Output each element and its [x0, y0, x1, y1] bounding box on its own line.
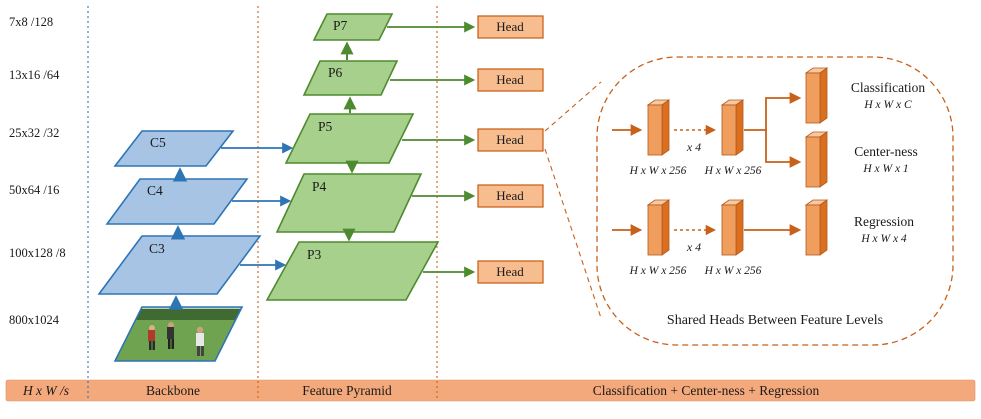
classification-dim: H x W x C [863, 99, 912, 111]
footer-heads-label: Classification + Center-ness + Regressio… [593, 383, 820, 398]
c3-label: C3 [149, 241, 165, 256]
branch-to-classification [744, 92, 802, 131]
photo-person-3-leg2 [201, 346, 204, 356]
centerness-dim: H x W x 1 [862, 163, 908, 175]
head-label-p3: Head [496, 264, 524, 279]
c4-label: C4 [147, 183, 163, 198]
p5-block [284, 113, 415, 164]
cls-conv-slab-2 [721, 99, 744, 156]
head-box-p7 [477, 15, 544, 39]
head-box-p3 [477, 260, 544, 284]
scale-label-input: 800x1024 [9, 313, 60, 327]
reg-slab2-dim-label: H x W x 256 [704, 265, 762, 277]
bubble-callout-line-bottom [544, 148, 602, 319]
reg-conv-slab-2 [721, 199, 744, 256]
footer-backbone-label: Backbone [146, 383, 200, 398]
photo-person-3-body [196, 333, 204, 346]
scale-label-p6: 13x16 /64 [9, 68, 60, 82]
centerness-output-slab [805, 131, 828, 188]
scale-label-p4: 50x64 /16 [9, 183, 59, 197]
c3-block [97, 235, 262, 295]
regression-title: Regression [854, 214, 914, 229]
p4-block [275, 173, 423, 233]
p4-label: P4 [312, 179, 327, 194]
classification-output-slab [805, 67, 828, 124]
photo-person-3-head [196, 326, 204, 334]
regression-dim: H x W x 4 [860, 233, 907, 245]
heads-section: Head Head Head Head Head [477, 15, 544, 284]
photo-person-2-leg2 [171, 339, 174, 349]
scale-label-p7: 7x8 /128 [9, 15, 53, 29]
c5-block [113, 130, 235, 167]
shared-head-bubble: x 4 H x W x 256 H x W x 256 Classificati… [544, 56, 954, 346]
classification-title: Classification [851, 80, 925, 95]
p7-label: P7 [333, 18, 348, 33]
cls-x4-label: x 4 [686, 140, 701, 154]
bubble-caption: Shared Heads Between Feature Levels [667, 313, 883, 328]
footer-hws-label: H x W /s [22, 383, 69, 398]
reg-tower: x 4 H x W x 256 H x W x 256 Regression H… [612, 199, 914, 277]
footer-bar: H x W /s Backbone Feature Pyramid Classi… [5, 379, 976, 402]
head-label-p6: Head [496, 72, 524, 87]
photo-trees [115, 307, 242, 320]
branch-to-centerness [765, 130, 802, 168]
feature-pyramid-section: P3 P4 P5 P6 P7 [265, 13, 476, 301]
head-label-p5: Head [496, 132, 524, 147]
photo-person-2-body [167, 327, 174, 339]
reg-conv-slab-1 [647, 199, 670, 256]
photo-person-2-leg [168, 339, 171, 349]
scale-labels: 7x8 /128 13x16 /64 25x32 /32 50x64 /16 1… [9, 15, 66, 327]
scale-label-p3: 100x128 /8 [9, 246, 66, 260]
p3-block [265, 241, 440, 301]
input-image [113, 306, 244, 362]
regression-output-slab [805, 199, 828, 256]
centerness-title: Center-ness [854, 144, 917, 159]
cls-slab1-dim-label: H x W x 256 [629, 165, 687, 177]
footer-feature-pyramid-label: Feature Pyramid [302, 383, 392, 398]
photo-person-1-leg2 [152, 341, 155, 350]
section-separators [87, 6, 438, 401]
p3-label: P3 [307, 247, 322, 262]
backbone-section: C3 C4 C5 [97, 130, 294, 362]
p7-block [312, 13, 394, 41]
bubble-outline [596, 56, 954, 346]
scale-label-p5: 25x32 /32 [9, 126, 59, 140]
c5-label: C5 [150, 135, 166, 150]
head-label-p4: Head [496, 188, 524, 203]
head-box-p4 [477, 184, 544, 208]
reg-slab1-dim-label: H x W x 256 [629, 265, 687, 277]
photo-person-2-head [168, 322, 174, 328]
c4-block [105, 178, 249, 225]
head-box-p6 [477, 68, 544, 92]
head-label-p7: Head [496, 19, 524, 34]
photo-person-1-leg [149, 341, 152, 350]
footer-bar-background [5, 379, 976, 402]
photo-person-3-leg [197, 346, 200, 356]
head-box-p5 [477, 128, 544, 152]
input-image-border [113, 306, 244, 362]
photo-person-1-body [148, 330, 155, 341]
photo-person-1-head [149, 325, 155, 331]
cls-conv-slab-1 [647, 99, 670, 156]
reg-x4-label: x 4 [686, 240, 701, 254]
cls-tower: x 4 H x W x 256 H x W x 256 Classificati… [612, 67, 925, 188]
p5-label: P5 [318, 119, 333, 134]
p6-block [302, 60, 399, 96]
cls-slab2-dim-label: H x W x 256 [704, 165, 762, 177]
p6-label: P6 [328, 65, 343, 80]
bubble-callout-line-top [544, 81, 602, 132]
